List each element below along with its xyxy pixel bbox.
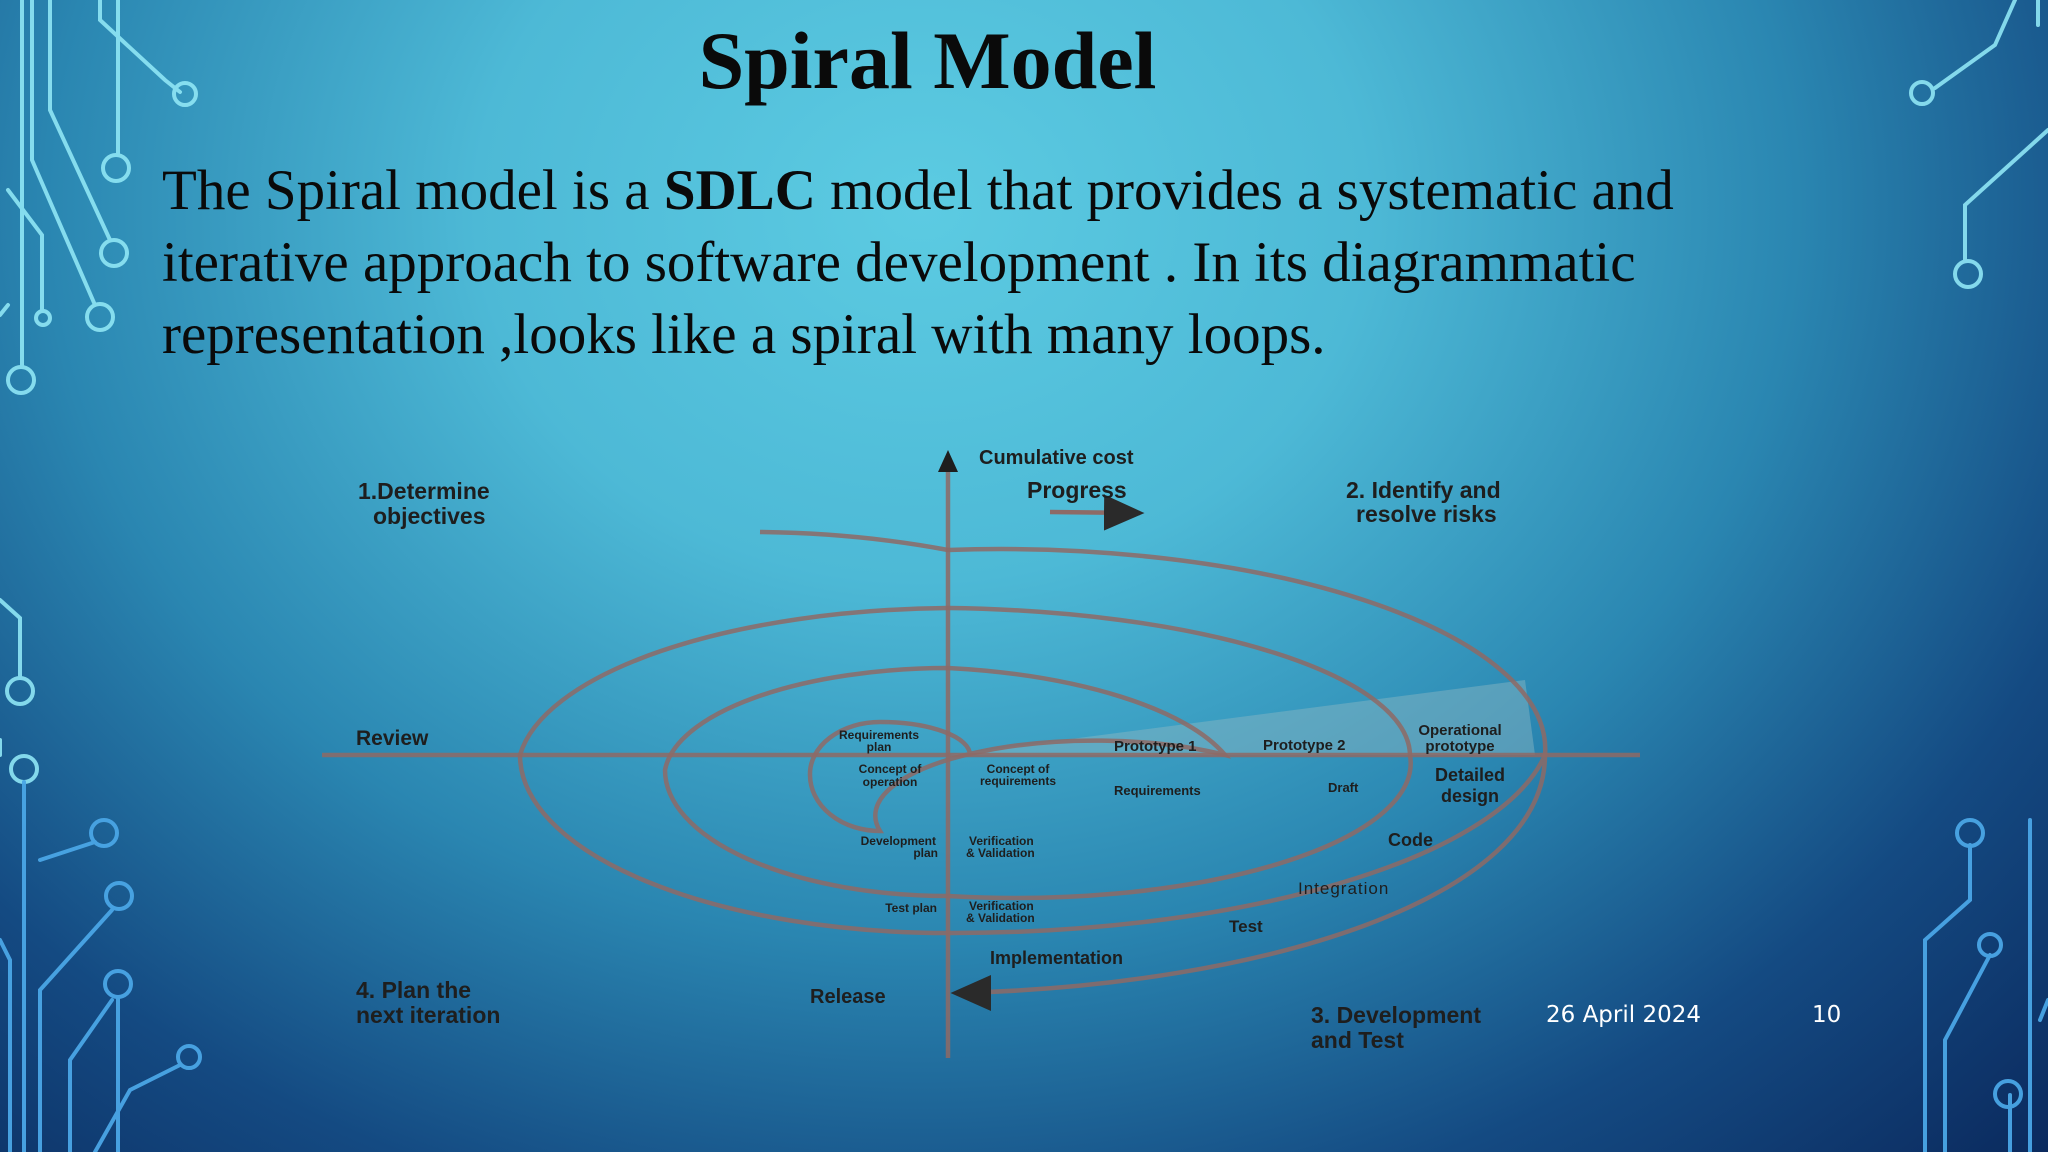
requirements-plan-line1: Requirements xyxy=(839,728,919,742)
concept-of-operation-line2: operation xyxy=(863,775,918,789)
operational-prototype-line1: Operational xyxy=(1418,722,1501,739)
development-plan-line1: Development xyxy=(861,834,936,848)
prototype2-label: Prototype 2 xyxy=(1263,737,1346,754)
review-label: Review xyxy=(356,727,429,750)
spiral-loops xyxy=(517,529,1548,996)
quadrant1-label-line2: objectives xyxy=(373,503,486,529)
quadrant1-label-line1: 1.Determine xyxy=(358,478,490,504)
body-text-part2: model that provides a systematic and ite… xyxy=(162,159,1674,366)
test-label: Test xyxy=(1229,917,1263,936)
integration-label: Integration xyxy=(1298,879,1389,898)
quadrant2-label-line1: 2. Identify and xyxy=(1346,477,1501,503)
concept-of-operation-line1: Concept of xyxy=(859,762,923,776)
quadrant4-label-line2: next iteration xyxy=(356,1002,500,1028)
requirements-label: Requirements xyxy=(1114,783,1201,798)
verification-validation-1-line2: & Validation xyxy=(966,846,1035,860)
concept-of-requirements-line2: requirements xyxy=(980,774,1056,788)
slide-title: Spiral Model xyxy=(698,15,1157,106)
body-text-part1: The Spiral model is a xyxy=(162,159,664,222)
verification-validation-2-line1: Verification xyxy=(969,899,1034,913)
footer-date: 26 April 2024 xyxy=(1546,1002,1701,1028)
verification-validation-2-line2: & Validation xyxy=(966,911,1035,925)
detailed-design-line2: design xyxy=(1441,786,1499,806)
slide-body-text: The Spiral model is a SDLC model that pr… xyxy=(162,155,1782,371)
test-plan-label: Test plan xyxy=(885,901,937,915)
release-label: Release xyxy=(810,986,886,1008)
concept-of-requirements-line1: Concept of xyxy=(987,762,1051,776)
code-label: Code xyxy=(1388,830,1433,850)
cumulative-cost-label: Cumulative cost xyxy=(979,447,1134,469)
quadrant3-label-line1: 3. Development xyxy=(1311,1002,1481,1028)
prototype1-label: Prototype 1 xyxy=(1114,738,1197,755)
progress-label: Progress xyxy=(1027,477,1127,503)
prototype-wedge xyxy=(948,680,1535,755)
body-text-bold: SDLC xyxy=(663,159,816,222)
quadrant3-label-line2: and Test xyxy=(1311,1027,1404,1053)
draft-label: Draft xyxy=(1328,780,1359,795)
progress-arrow xyxy=(1049,494,1145,531)
requirements-plan-line2: plan xyxy=(867,740,892,754)
quadrant2-label-line2: resolve risks xyxy=(1356,501,1497,527)
detailed-design-line1: Detailed xyxy=(1435,765,1505,785)
quadrant4-label-line1: 4. Plan the xyxy=(356,977,471,1003)
development-plan-line2: plan xyxy=(913,846,938,860)
verification-validation-1-line1: Verification xyxy=(969,834,1034,848)
implementation-label: Implementation xyxy=(990,948,1123,968)
slide-number: 10 xyxy=(1812,1002,1842,1028)
operational-prototype-line2: prototype xyxy=(1425,738,1494,755)
cost-axis-arrowhead xyxy=(938,450,958,472)
